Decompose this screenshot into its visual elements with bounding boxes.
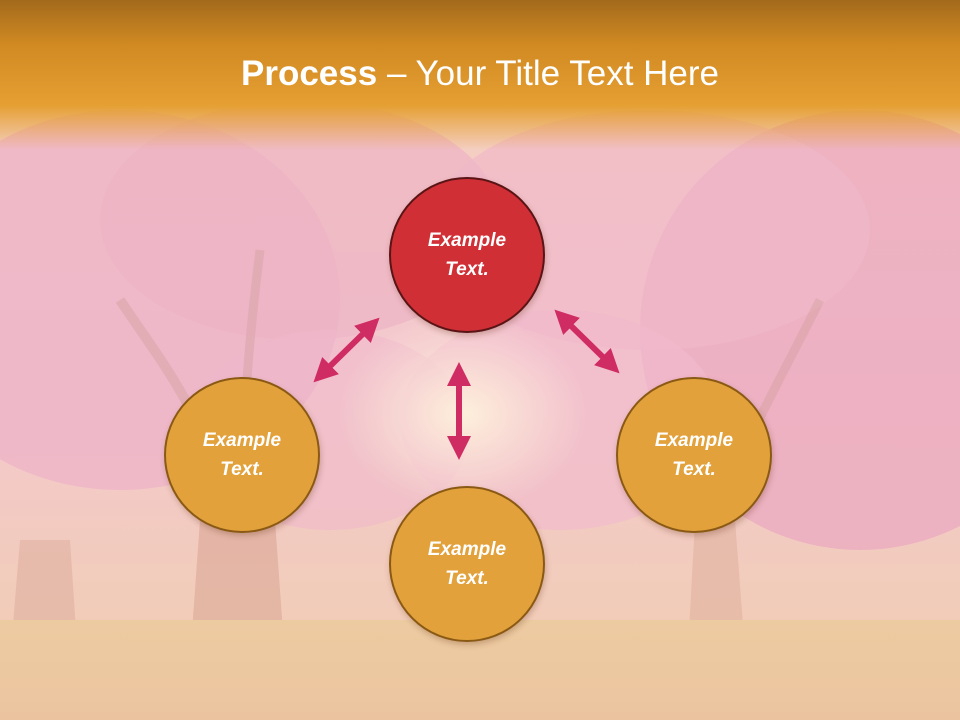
node-right: Example Text. xyxy=(616,377,772,533)
title-bold: Process xyxy=(241,54,378,93)
node-left-line1: Example xyxy=(202,430,282,451)
title-bar xyxy=(0,0,960,150)
node-right-line1: Example xyxy=(654,430,734,451)
node-top: Example Text. xyxy=(389,177,545,333)
node-left: Example Text. xyxy=(164,377,320,533)
arrow-top-left xyxy=(313,317,380,383)
node-top-line1: Example xyxy=(427,230,507,251)
node-top-line2: Text. xyxy=(445,259,489,280)
node-right-line2: Text. xyxy=(672,459,716,480)
node-bottom-line2: Text. xyxy=(445,568,489,589)
node-bottom: Example Text. xyxy=(389,486,545,642)
slide-title: Process – Your Title Text Here xyxy=(0,52,960,96)
arrow-top-right xyxy=(554,309,620,374)
node-left-line2: Text. xyxy=(220,459,264,480)
title-rest: – Your Title Text Here xyxy=(377,54,719,93)
node-bottom-line1: Example xyxy=(427,539,507,560)
